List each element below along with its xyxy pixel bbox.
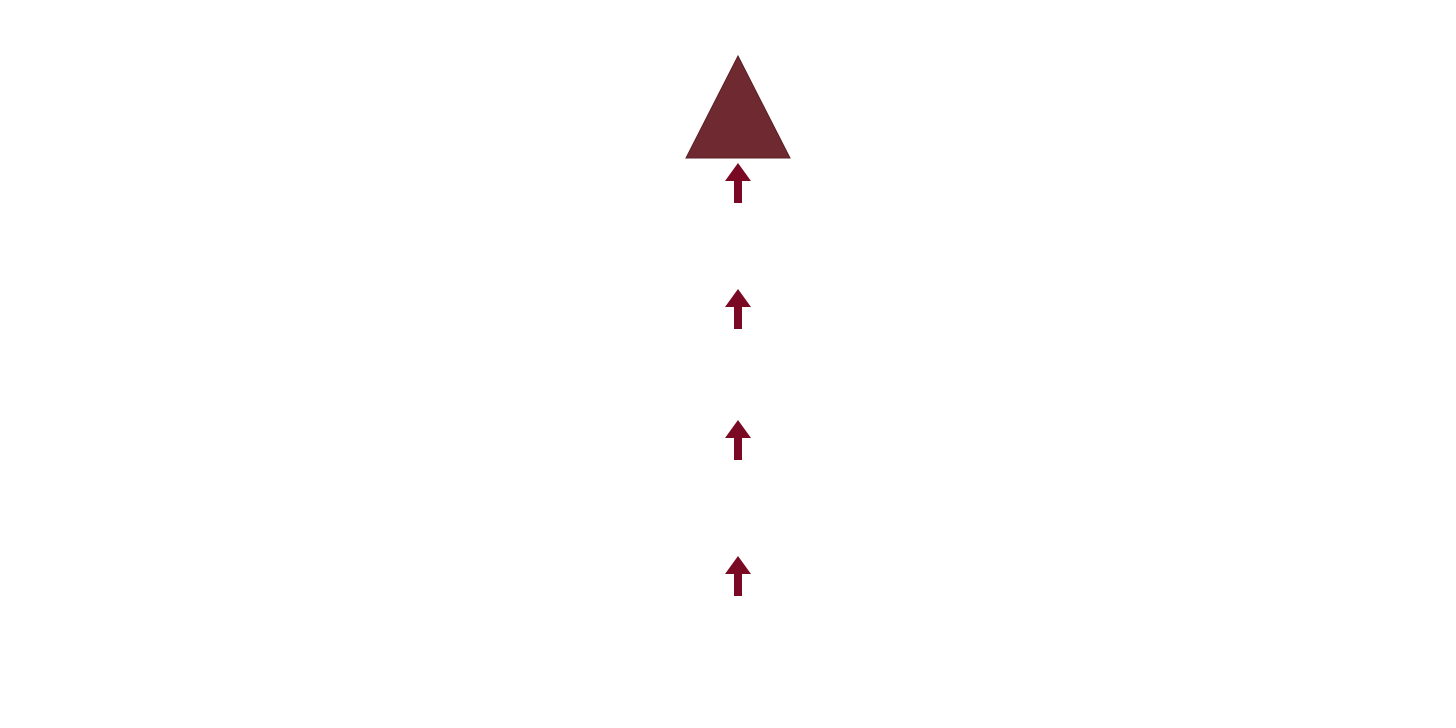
arrow-up-icon: [725, 163, 751, 203]
triangle-icon: [685, 54, 791, 159]
arrow-up-icon: [725, 556, 751, 596]
arrow-up-icon: [725, 289, 751, 329]
arrow-up-icon: [725, 420, 751, 460]
